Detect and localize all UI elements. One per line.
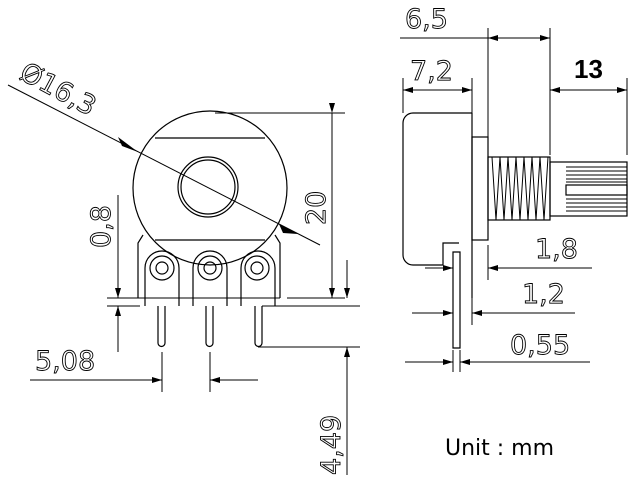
shaft-length-label: 13 — [574, 54, 603, 84]
shaft-slot — [565, 184, 628, 196]
diameter-leader — [7, 84, 321, 246]
diameter-label: Ø16,3 — [15, 57, 101, 123]
pin-thickness-label: 0,55 — [510, 330, 570, 361]
pin-offset-label: 1,8 — [535, 234, 578, 265]
mounting-plate — [471, 136, 489, 241]
bushing-length-label: 6,5 — [405, 4, 448, 35]
knurled-shaft — [549, 161, 628, 217]
side-body — [402, 112, 472, 266]
terminal-tab — [240, 250, 276, 306]
pin-pitch-label: 5,08 — [35, 346, 95, 377]
terminal-tab — [192, 250, 228, 306]
base-offset-label: 0,8 — [86, 205, 117, 248]
terminal-tab — [144, 250, 180, 306]
terminal-tabs — [144, 250, 276, 348]
pin — [205, 306, 214, 348]
front-view: Ø16,3 20 0,8 5,08 4,49 — [7, 56, 360, 475]
unit-label: Unit : mm — [445, 436, 554, 461]
height-label: 20 — [301, 191, 332, 225]
side-pin — [452, 251, 461, 349]
plate-offset-label: 1,2 — [522, 279, 565, 310]
shaft-hole-outer — [177, 156, 239, 218]
pin-length-label: 4,49 — [316, 415, 347, 475]
shaft-hole-inner — [180, 159, 236, 215]
pin — [254, 306, 263, 348]
body-depth-label: 7,2 — [410, 56, 453, 87]
body-bracket — [137, 234, 281, 298]
side-view: 6,5 7,2 13 1,8 1,2 0,55 — [400, 4, 628, 372]
body-circle — [132, 110, 288, 266]
pin — [157, 306, 166, 348]
